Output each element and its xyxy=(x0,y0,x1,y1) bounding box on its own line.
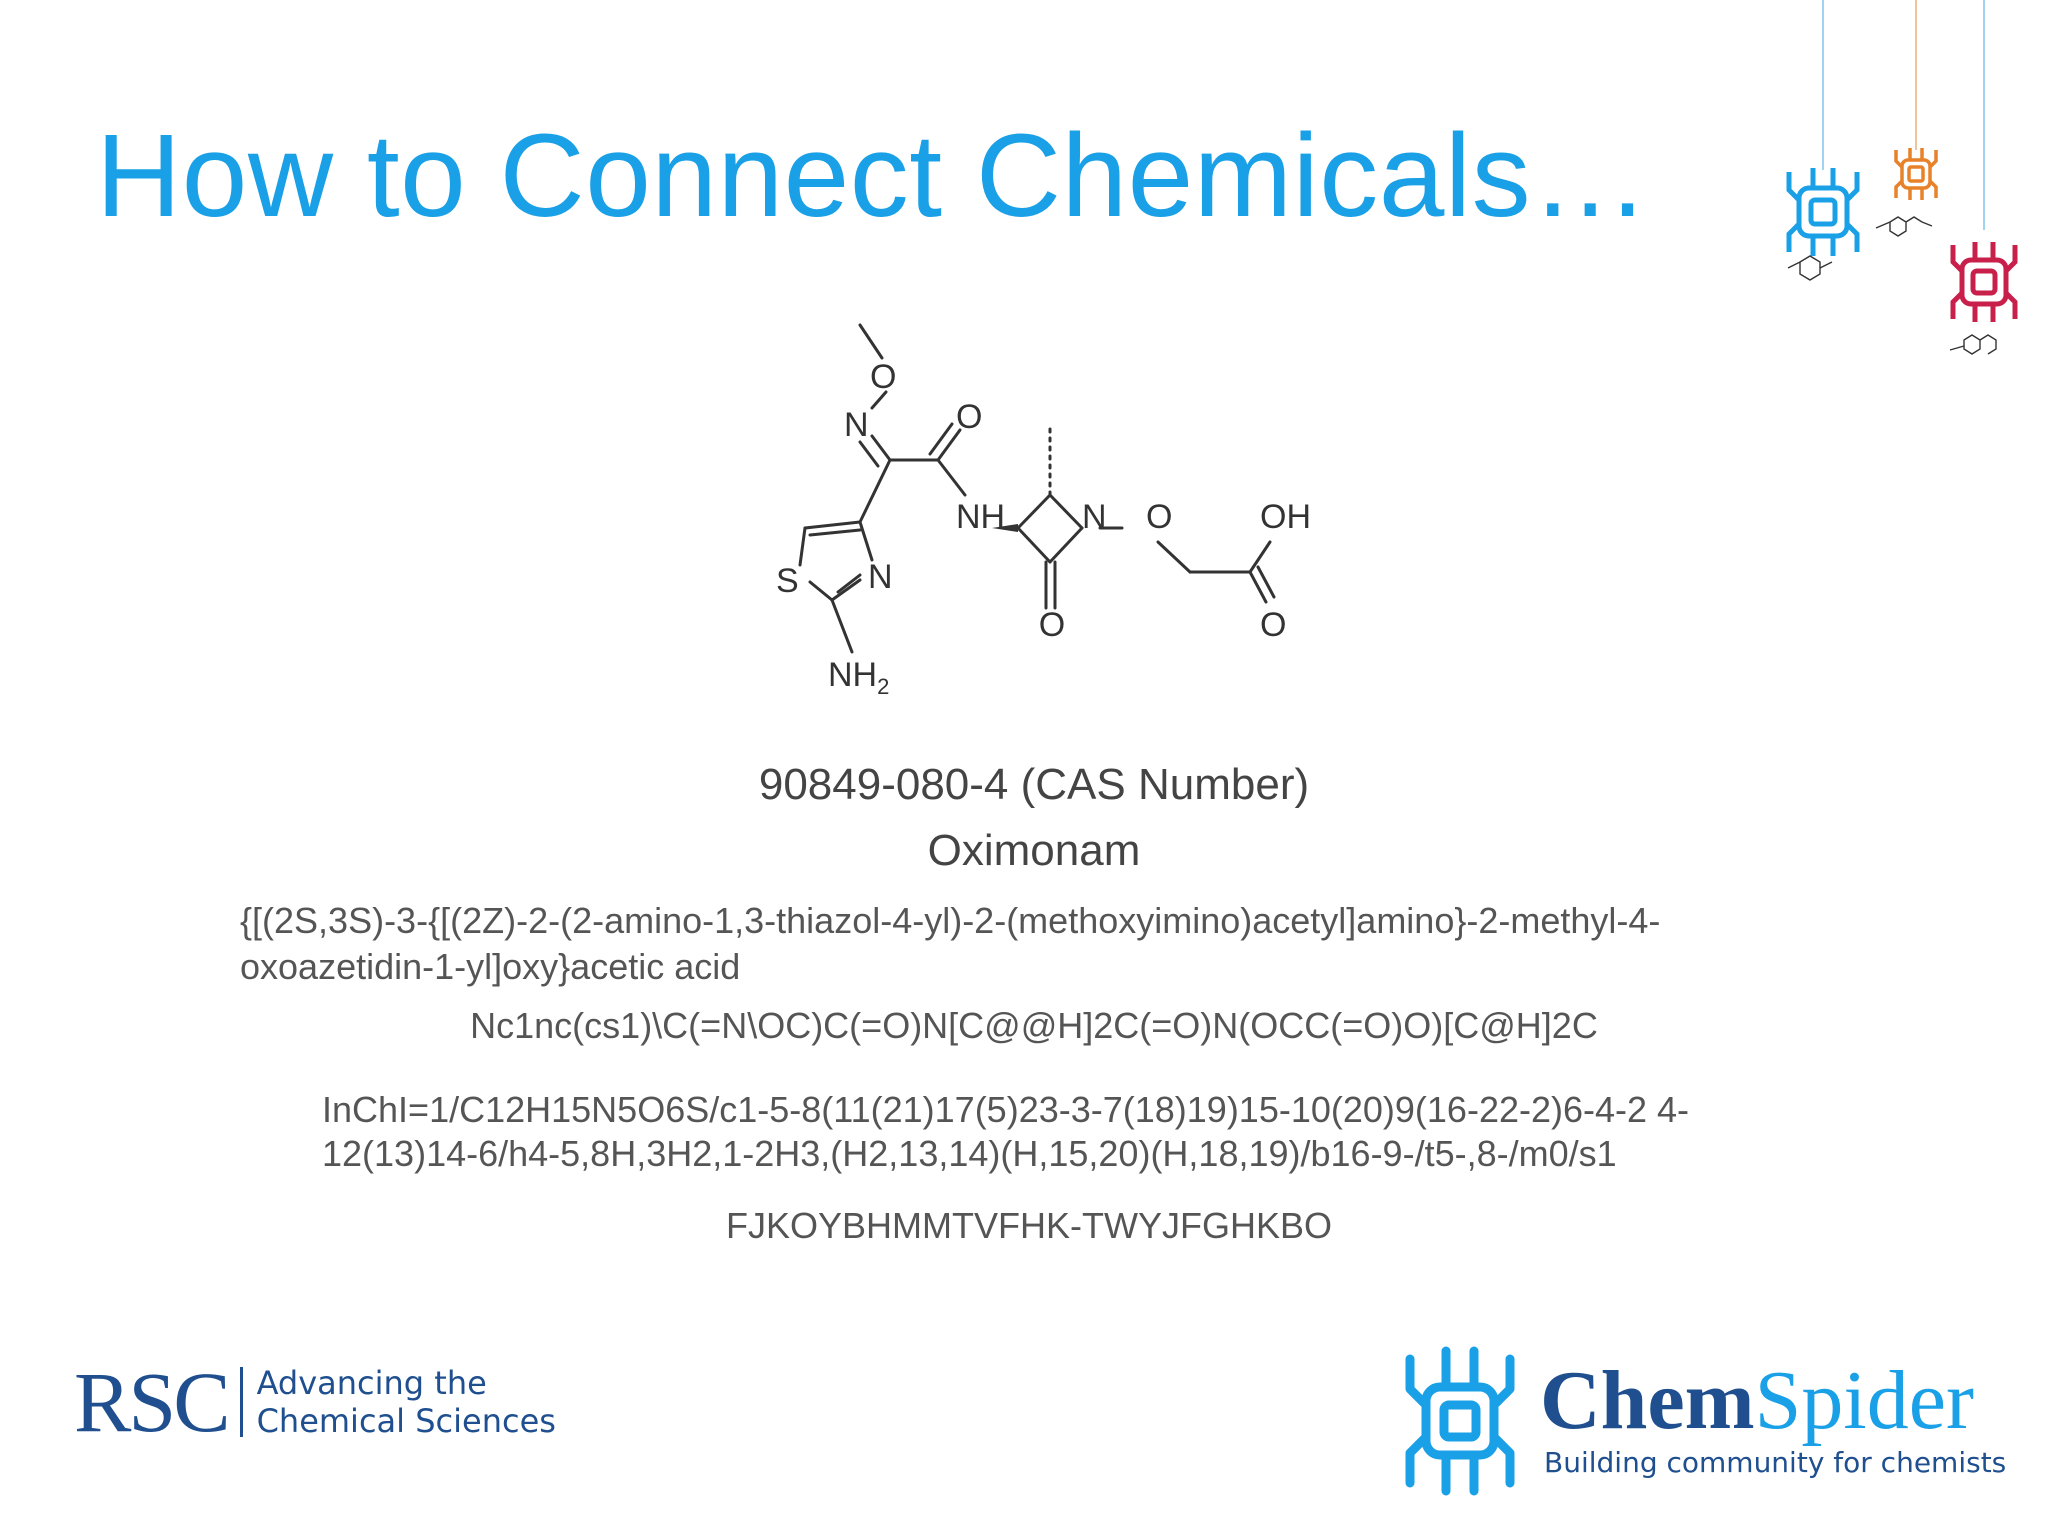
atom-s: S xyxy=(776,562,799,600)
spider-blue-icon xyxy=(1786,168,1860,256)
atom-n-ring: N xyxy=(1082,498,1107,536)
chemspider-tagline: Building community for chemists xyxy=(1544,1446,2007,1479)
hanging-spiders-decoration xyxy=(1786,0,2018,355)
atom-o-methoxy: O xyxy=(870,358,896,396)
atom-o-lactam: O xyxy=(1039,606,1065,644)
chemspider-wordmark-chem: Chem xyxy=(1540,1354,1755,1447)
atom-nh: NH xyxy=(956,498,1005,536)
rsc-tagline-line-1: Advancing the xyxy=(256,1364,487,1402)
spider-red-icon xyxy=(1950,242,2018,322)
rsc-wordmark: RSC xyxy=(74,1354,231,1450)
inchi-string: InChI=1/C12H15N5O6S/c1-5-8(11(21)17(5)23… xyxy=(322,1089,1690,1174)
atom-n-oxime: N xyxy=(844,406,869,444)
inchikey-string: FJKOYBHMMTVFHK-TWYJFGHKBO xyxy=(726,1205,1332,1246)
atom-o-amide: O xyxy=(956,398,982,436)
oximonam-structure-diagram: O N O NH N O OH O O S N NH2 xyxy=(776,323,1311,699)
chemspider-wordmark: ChemSpider xyxy=(1540,1352,1974,1449)
iupac-name: {[(2S,3S)-3-{[(2Z)-2-(2-amino-1,3-thiazo… xyxy=(240,900,1661,987)
cas-number: 90849-080-4 (CAS Number) xyxy=(758,760,1310,809)
chemspider-logo-icon xyxy=(1405,1346,1515,1496)
spider-orange-icon xyxy=(1894,148,1938,200)
compound-name: Oximonam xyxy=(927,826,1141,875)
slide-title: How to Connect Chemicals… xyxy=(96,110,1650,242)
smiles-string: Nc1nc(cs1)\C(=N\OC)C(=O)N[C@@H]2C(=O)N(O… xyxy=(470,1005,1598,1046)
chemspider-wordmark-spider: Spider xyxy=(1754,1354,1974,1447)
atom-n-thiazole: N xyxy=(868,558,893,596)
atom-o-acid: O xyxy=(1260,606,1286,644)
atom-oh: OH xyxy=(1260,498,1311,536)
rsc-tagline-line-2: Chemical Sciences xyxy=(256,1402,556,1440)
atom-o-ether: O xyxy=(1146,498,1172,536)
rsc-divider xyxy=(239,1367,243,1437)
atom-nh2: NH2 xyxy=(828,656,889,699)
